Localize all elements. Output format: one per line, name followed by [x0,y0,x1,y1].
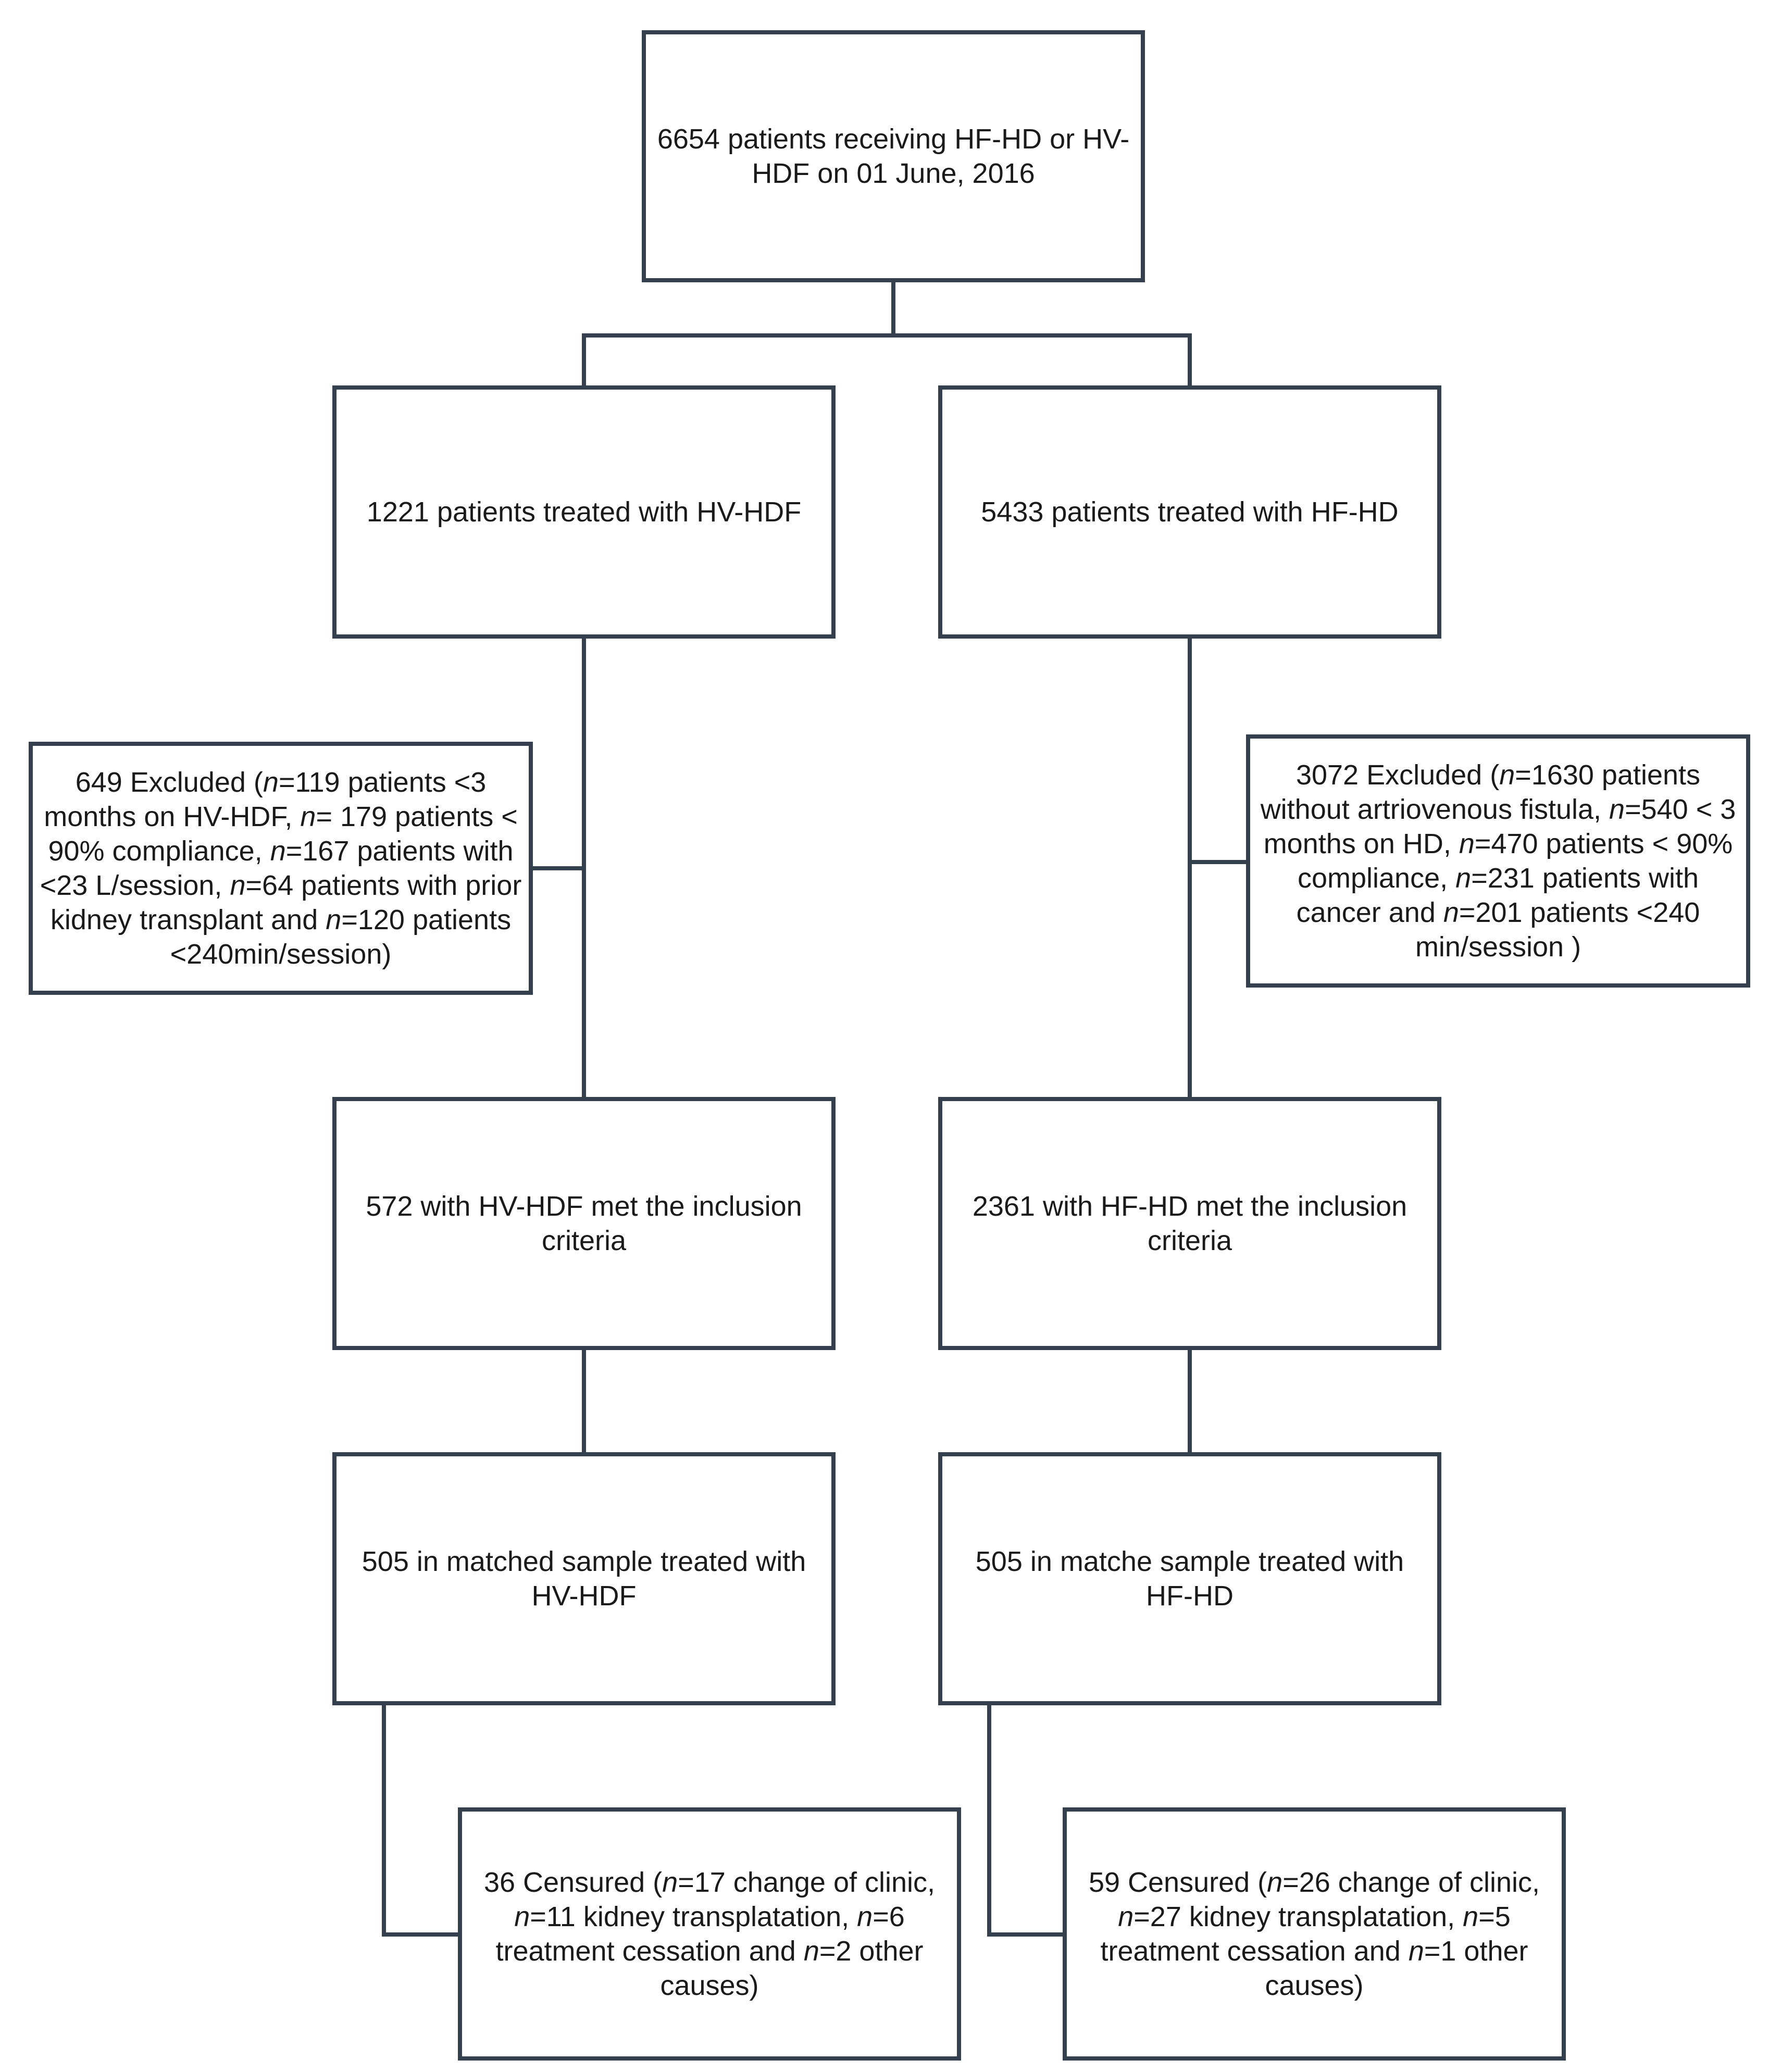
connector-right-censured [987,1702,1067,1937]
excluded-item: =201 patients <240 min/session ) [1415,897,1700,963]
censured-item: =1 other causes) [1265,1936,1528,2001]
right-censured-text: 59 Censured (n=26 change of clinic, n=27… [1073,1865,1555,2003]
censured-item: =27 kidney transplatation, [1133,1901,1463,1932]
right-matched-box: 505 in matche sample treated with HF-HD [938,1452,1441,1705]
excluded-item: =167 patients with <23 L/session, [40,835,514,901]
left-treated-text: 1221 patients treated with HV-HDF [366,496,802,528]
right-matched-text: 505 in matche sample treated with HF-HD [975,1546,1404,1612]
censured-item: =2 other causes) [660,1936,924,2001]
left-censured-text: 36 Censured (n=17 change of clinic, n=11… [468,1865,951,2003]
excluded-item: =120 patients <240min/session) [170,904,512,970]
n-label: n [1499,759,1515,791]
n-label: n [326,904,342,935]
left-treated-box: 1221 patients treated with HV-HDF [332,385,836,639]
n-label: n [300,801,316,832]
left-included-box: 572 with HV-HDF met the inclusion criter… [332,1097,836,1350]
excluded-item: =231 patients with cancer and [1296,863,1699,928]
n-label: n [1609,794,1625,825]
connector-left-censured [382,1702,462,1937]
left-included-text: 572 with HV-HDF met the inclusion criter… [366,1191,802,1256]
top-box: 6654 patients receiving HF-HD or HV-HDF … [642,30,1145,282]
censured-item: =5 treatment cessation and [1100,1901,1511,1967]
left-excluded-box: 649 Excluded (n=119 patients <3 months o… [29,742,533,995]
right-censured-box: 59 Censured (n=26 change of clinic, n=27… [1063,1807,1566,2061]
n-label: n [230,870,246,901]
censured-item: =26 change of clinic, [1282,1867,1540,1898]
n-label: n [803,1936,819,1967]
excluded-item: =470 patients < 90% compliance, [1297,828,1733,894]
top-box-text: 6654 patients receiving HF-HD or HV-HDF … [657,123,1130,189]
censured-item: =17 change of clinic, [678,1867,936,1898]
n-label: n [1408,1936,1424,1967]
excluded-item: =119 patients <3 months on HV-HDF, [44,767,487,832]
censured-lead: 59 Censured ( [1088,1867,1267,1898]
n-label: n [514,1901,530,1932]
left-matched-text: 505 in matched sample treated with HV-HD… [362,1546,806,1612]
excluded-item: = 179 patients < 90% compliance, [48,801,518,867]
n-label: n [270,835,286,867]
right-excluded-box: 3072 Excluded (n=1630 patients without a… [1246,734,1750,988]
n-label: n [1463,1901,1479,1932]
excluded-item: =1630 patients without artriovenous fist… [1260,759,1701,825]
left-censured-box: 36 Censured (n=17 change of clinic, n=11… [458,1807,961,2061]
right-included-box: 2361 with HF-HD met the inclusion criter… [938,1097,1441,1350]
excluded-item: =540 < 3 months on HD, [1263,794,1736,859]
n-label: n [263,767,279,798]
n-label: n [1118,1901,1134,1932]
left-excluded-text: 649 Excluded (n=119 patients <3 months o… [39,765,522,971]
n-label: n [1459,828,1475,859]
right-excluded-text: 3072 Excluded (n=1630 patients without a… [1256,758,1740,964]
left-matched-box: 505 in matched sample treated with HV-HD… [332,1452,836,1705]
excluded-lead: 649 Excluded ( [75,767,263,798]
excluded-lead: 3072 Excluded ( [1295,759,1500,791]
right-treated-box: 5433 patients treated with HF-HD [938,385,1441,639]
censured-item: =11 kidney transplatation, [530,1901,857,1932]
censured-lead: 36 Censured ( [483,1867,663,1898]
n-label: n [1455,863,1472,894]
n-label: n [662,1867,678,1898]
right-treated-text: 5433 patients treated with HF-HD [981,496,1399,528]
censured-item: =6 treatment cessation and [495,1901,905,1967]
n-label: n [857,1901,873,1932]
excluded-item: =64 patients with prior kidney transplan… [50,870,522,935]
n-label: n [1443,897,1459,928]
right-included-text: 2361 with HF-HD met the inclusion criter… [972,1191,1407,1256]
n-label: n [1267,1867,1283,1898]
